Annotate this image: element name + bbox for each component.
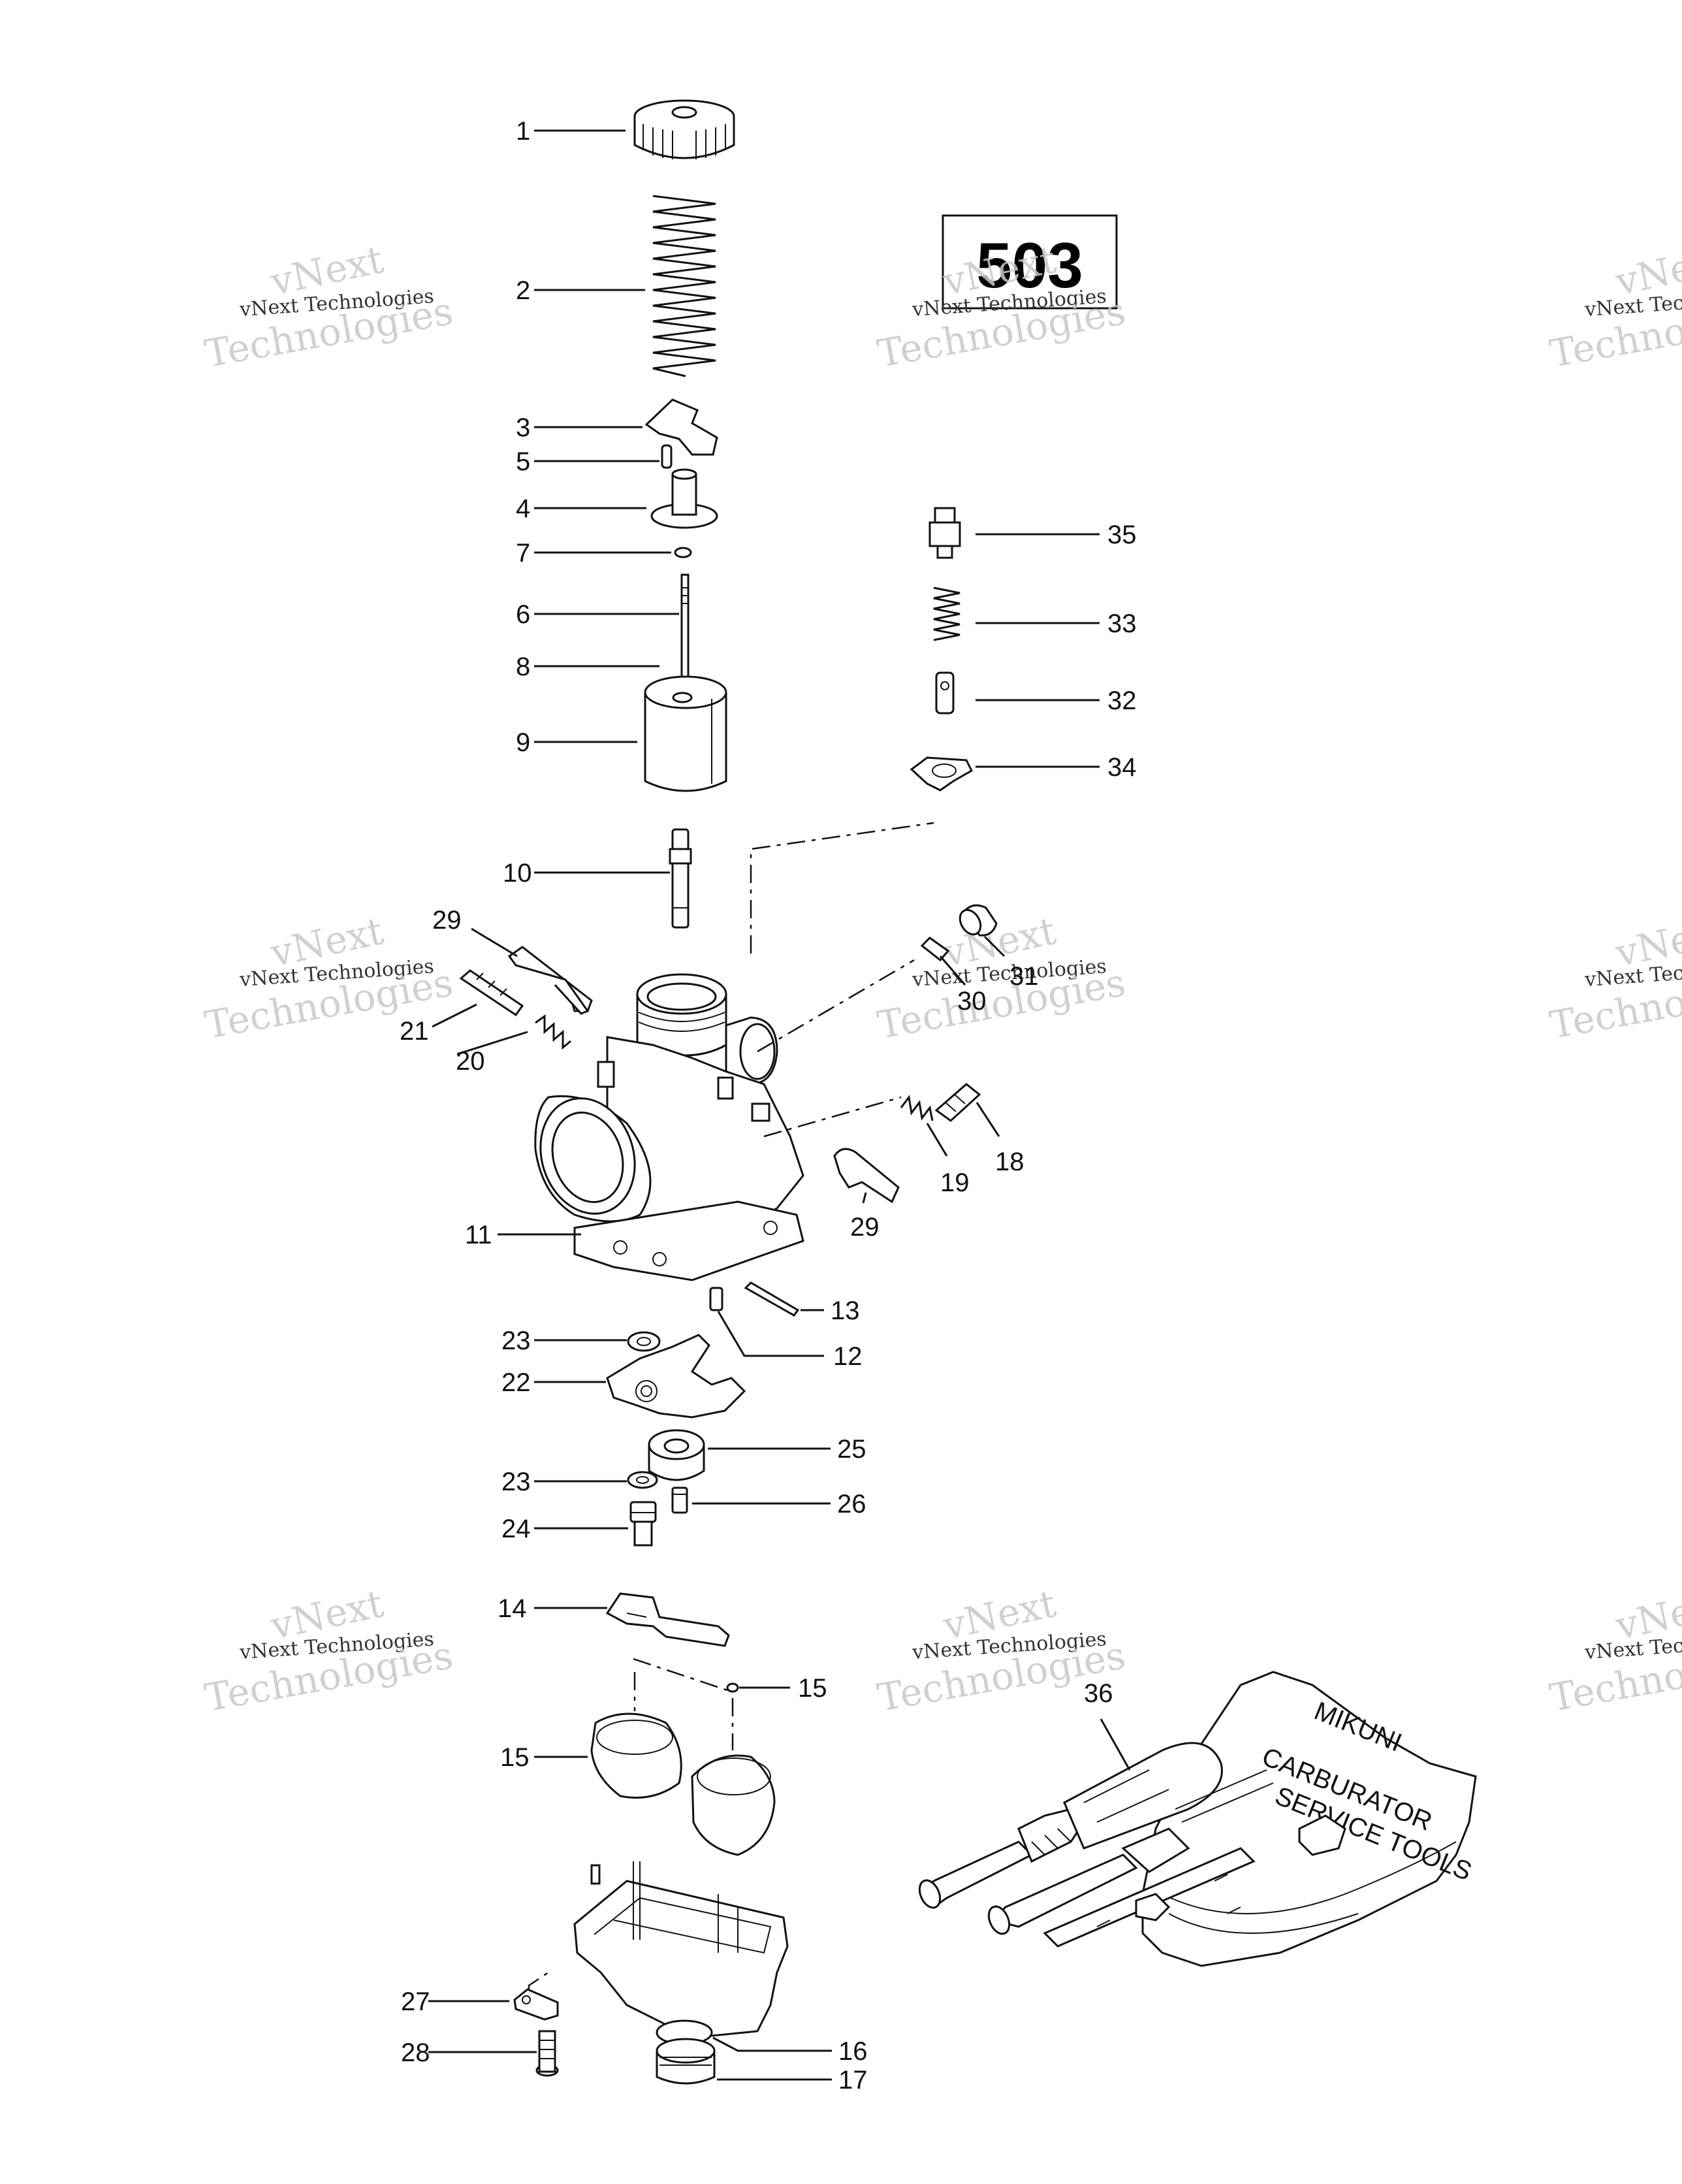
label-32: 32 <box>1107 686 1137 715</box>
part-14-float-arm <box>605 1592 730 1647</box>
part-22-baffle-plate <box>606 1334 746 1419</box>
part-25-jet-holder <box>648 1429 705 1481</box>
label-28: 28 <box>401 2038 430 2067</box>
part-17-drain-plug <box>656 2038 716 2085</box>
label-25: 25 <box>837 1435 866 1464</box>
label-23-lower: 23 <box>501 1468 531 1496</box>
part-number-labels: 1 2 3 5 4 7 6 8 9 10 29 21 20 11 23 22 2… <box>400 117 1137 2095</box>
label-35: 35 <box>1107 521 1137 549</box>
diagram-number: 503 <box>976 229 1083 301</box>
label-34: 34 <box>1107 753 1137 782</box>
label-1: 1 <box>516 117 530 146</box>
part-3-needle-plate <box>644 398 718 456</box>
part-20-spring <box>535 1014 571 1050</box>
part-32-plunger <box>935 671 955 715</box>
leader-lines <box>428 129 1131 2081</box>
part-2-throttle-valve-spring <box>652 195 716 377</box>
label-8: 8 <box>516 652 530 681</box>
label-30: 30 <box>957 987 987 1016</box>
part-23-washer-upper <box>627 1331 661 1352</box>
label-19: 19 <box>940 1168 970 1197</box>
label-2: 2 <box>516 276 530 305</box>
label-5: 5 <box>516 447 530 476</box>
part-28-screw <box>535 2030 559 2077</box>
label-15-right: 15 <box>798 1674 827 1703</box>
label-3: 3 <box>516 413 530 442</box>
label-10: 10 <box>503 859 532 888</box>
part-7-washer <box>674 547 692 558</box>
part-1-mixing-chamber-cap <box>633 99 735 159</box>
watermark-bottom-right: vNext vNext Technologies Technologies <box>1547 1581 1682 1720</box>
label-29-right: 29 <box>850 1213 880 1242</box>
part-36-service-tool-kit: MIKUNI CARBURATOR SERVICE TOOLS <box>918 1671 1477 1967</box>
label-12: 12 <box>833 1342 863 1371</box>
part-31-cap <box>959 904 998 937</box>
label-36: 36 <box>1084 1679 1113 1708</box>
label-33: 33 <box>1107 609 1137 638</box>
label-24: 24 <box>501 1515 531 1543</box>
part-15-float-left <box>590 1712 682 1799</box>
part-27-bracket <box>513 1988 559 2021</box>
part-24-main-jet <box>629 1501 657 1547</box>
label-27: 27 <box>401 1987 430 2016</box>
part-19-spring <box>900 1095 934 1121</box>
part-13-float-pin <box>744 1281 800 1317</box>
watermark-bottom-left: vNext vNext Technologies Technologies <box>202 1581 456 1720</box>
watermark-top-left: vNext vNext Technologies Technologies <box>202 237 456 376</box>
part-5-clip <box>661 444 673 469</box>
label-16: 16 <box>838 2037 868 2066</box>
label-29-left: 29 <box>432 906 462 935</box>
part-15-float-pin-small <box>726 1682 739 1693</box>
label-15-left: 15 <box>500 1743 530 1772</box>
part-21-air-screw <box>459 969 524 1017</box>
label-11: 11 <box>465 1221 492 1249</box>
label-21: 21 <box>400 1017 429 1046</box>
part-26-pilot-jet <box>671 1486 688 1514</box>
part-30-screw <box>920 937 950 962</box>
part-4-needle-holder <box>650 468 718 529</box>
label-7: 7 <box>516 539 530 568</box>
label-17: 17 <box>838 2066 868 2095</box>
part-15-float-right <box>691 1754 776 1856</box>
label-22: 22 <box>501 1368 531 1397</box>
part-10-needle-jet <box>669 828 692 929</box>
label-23-upper: 23 <box>501 1326 531 1355</box>
watermark-top-right: vNext vNext Technologies Technologies <box>1547 237 1682 376</box>
part-34-gasket <box>910 756 973 792</box>
part-float-bowl <box>573 1861 789 2039</box>
watermark-mid-right: vNext vNext Technologies Technologies <box>1547 908 1682 1048</box>
part-11-carburetor-body <box>534 973 804 1281</box>
part-9-throttle-valve <box>644 675 727 792</box>
label-14: 14 <box>498 1594 527 1623</box>
part-23-washer-lower <box>627 1471 658 1489</box>
label-13: 13 <box>831 1296 860 1325</box>
label-18: 18 <box>995 1148 1024 1176</box>
part-29-vent-tube-left <box>507 946 593 1015</box>
diagram-number-box: 503 <box>942 214 1118 310</box>
label-4: 4 <box>516 494 530 523</box>
label-20: 20 <box>456 1047 485 1076</box>
part-18-pilot-air-screw <box>934 1083 981 1122</box>
label-26: 26 <box>837 1490 866 1518</box>
part-33-spring <box>933 586 960 641</box>
part-35-adjuster-screw <box>928 507 961 559</box>
label-9: 9 <box>516 728 530 757</box>
part-29-vent-tube-right <box>833 1148 900 1204</box>
watermark-mid-center: vNext vNext Technologies Technologies <box>874 908 1129 1048</box>
part-12-needle-valve <box>709 1287 723 1311</box>
label-31: 31 <box>1009 962 1039 991</box>
label-6: 6 <box>516 600 530 629</box>
